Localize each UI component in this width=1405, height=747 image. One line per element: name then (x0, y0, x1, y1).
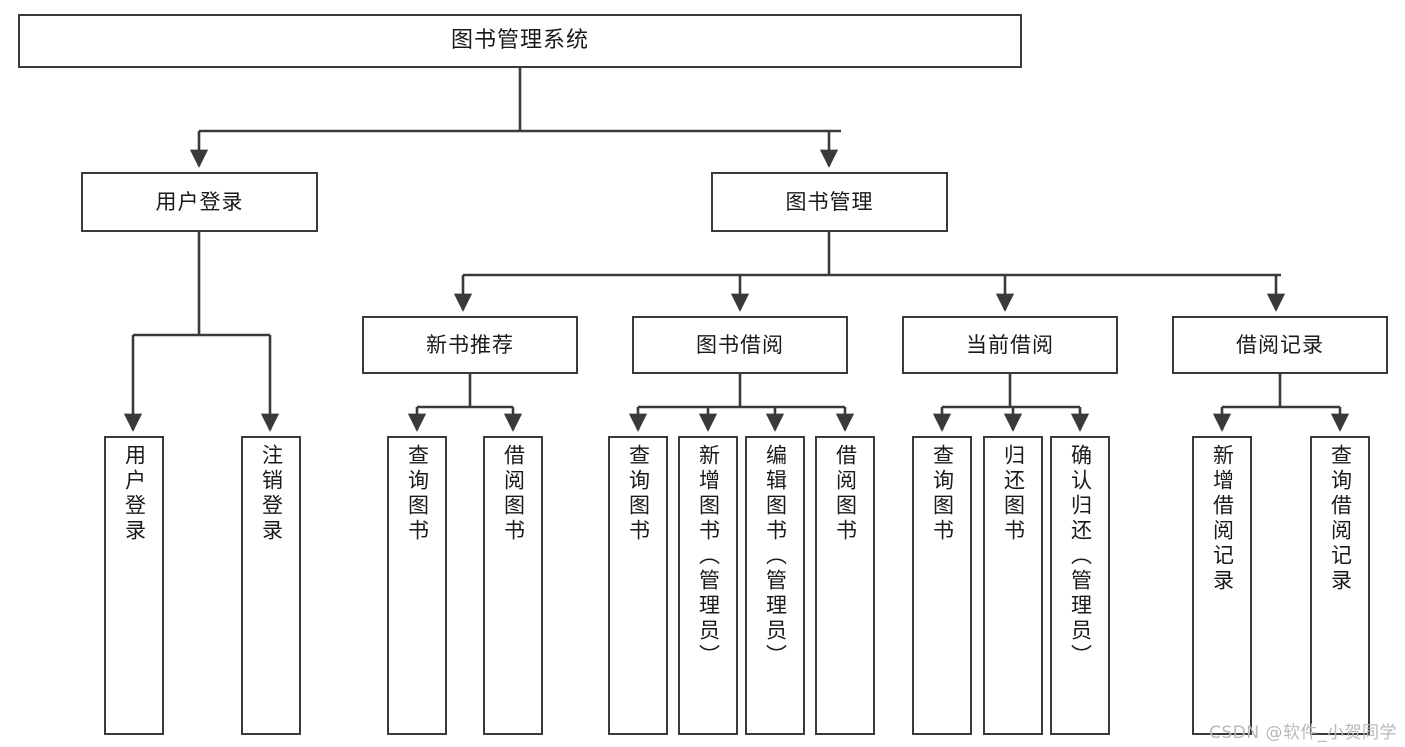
leaf-confirm-return-admin[interactable]: 确认归还（管理员） (1050, 436, 1110, 735)
node-book-management[interactable]: 图书管理 (711, 172, 948, 232)
edges-newbook-to-leaves (407, 374, 523, 432)
node-user-login[interactable]: 用户登录 (81, 172, 318, 232)
edges-root-to-level2 (189, 68, 841, 168)
node-label: 确认归还（管理员） (1068, 444, 1093, 669)
edges-bookborrow-to-leaves (628, 374, 855, 432)
leaf-add-book-admin[interactable]: 新增图书（管理员） (678, 436, 738, 735)
leaf-user-login[interactable]: 用户登录 (104, 436, 164, 735)
node-label: 用户登录 (122, 444, 147, 544)
edges-borrowrecord-to-leaves (1212, 374, 1350, 432)
node-label: 借阅图书 (501, 444, 526, 544)
leaf-query-borrow-record[interactable]: 查询借阅记录 (1310, 436, 1370, 735)
node-root-library-system[interactable]: 图书管理系统 (18, 14, 1022, 68)
node-label: 图书管理 (785, 189, 874, 214)
node-label: 图书借阅 (696, 332, 784, 357)
watermark: CSDN @软件_小贺同学 (1209, 723, 1397, 743)
node-label: 当前借阅 (966, 332, 1054, 357)
node-current-borrow[interactable]: 当前借阅 (902, 316, 1118, 374)
leaf-query-books-newbook[interactable]: 查询图书 (387, 436, 447, 735)
node-label: 查询借阅记录 (1328, 444, 1353, 594)
node-label: 编辑图书（管理员） (763, 444, 788, 669)
leaf-edit-book-admin[interactable]: 编辑图书（管理员） (745, 436, 805, 735)
leaf-logout[interactable]: 注销登录 (241, 436, 301, 735)
node-label: 用户登录 (155, 189, 244, 214)
node-borrow-record[interactable]: 借阅记录 (1172, 316, 1388, 374)
node-label: 新书推荐 (426, 332, 514, 357)
leaf-add-borrow-record[interactable]: 新增借阅记录 (1192, 436, 1252, 735)
node-label: 图书管理系统 (450, 28, 589, 54)
edges-currentborrow-to-leaves (932, 374, 1090, 432)
node-label: 新增借阅记录 (1210, 444, 1235, 594)
node-label: 新增图书（管理员） (696, 444, 721, 669)
node-label: 查询图书 (626, 444, 651, 544)
node-new-book-recommend[interactable]: 新书推荐 (362, 316, 578, 374)
leaf-query-books-current[interactable]: 查询图书 (912, 436, 972, 735)
leaf-query-books-borrow[interactable]: 查询图书 (608, 436, 668, 735)
node-book-borrow[interactable]: 图书借阅 (632, 316, 848, 374)
leaf-borrow-books[interactable]: 借阅图书 (815, 436, 875, 735)
node-label: 借阅记录 (1236, 332, 1324, 357)
leaf-borrow-books-newbook[interactable]: 借阅图书 (483, 436, 543, 735)
node-label: 借阅图书 (833, 444, 858, 544)
leaf-return-books[interactable]: 归还图书 (983, 436, 1043, 735)
node-label: 查询图书 (930, 444, 955, 544)
node-label: 归还图书 (1001, 444, 1026, 544)
node-label: 注销登录 (259, 444, 284, 544)
edges-userlogin-to-leaves (123, 232, 280, 432)
edges-booksmgmt-to-level3 (453, 232, 1286, 312)
node-label: 查询图书 (405, 444, 430, 544)
